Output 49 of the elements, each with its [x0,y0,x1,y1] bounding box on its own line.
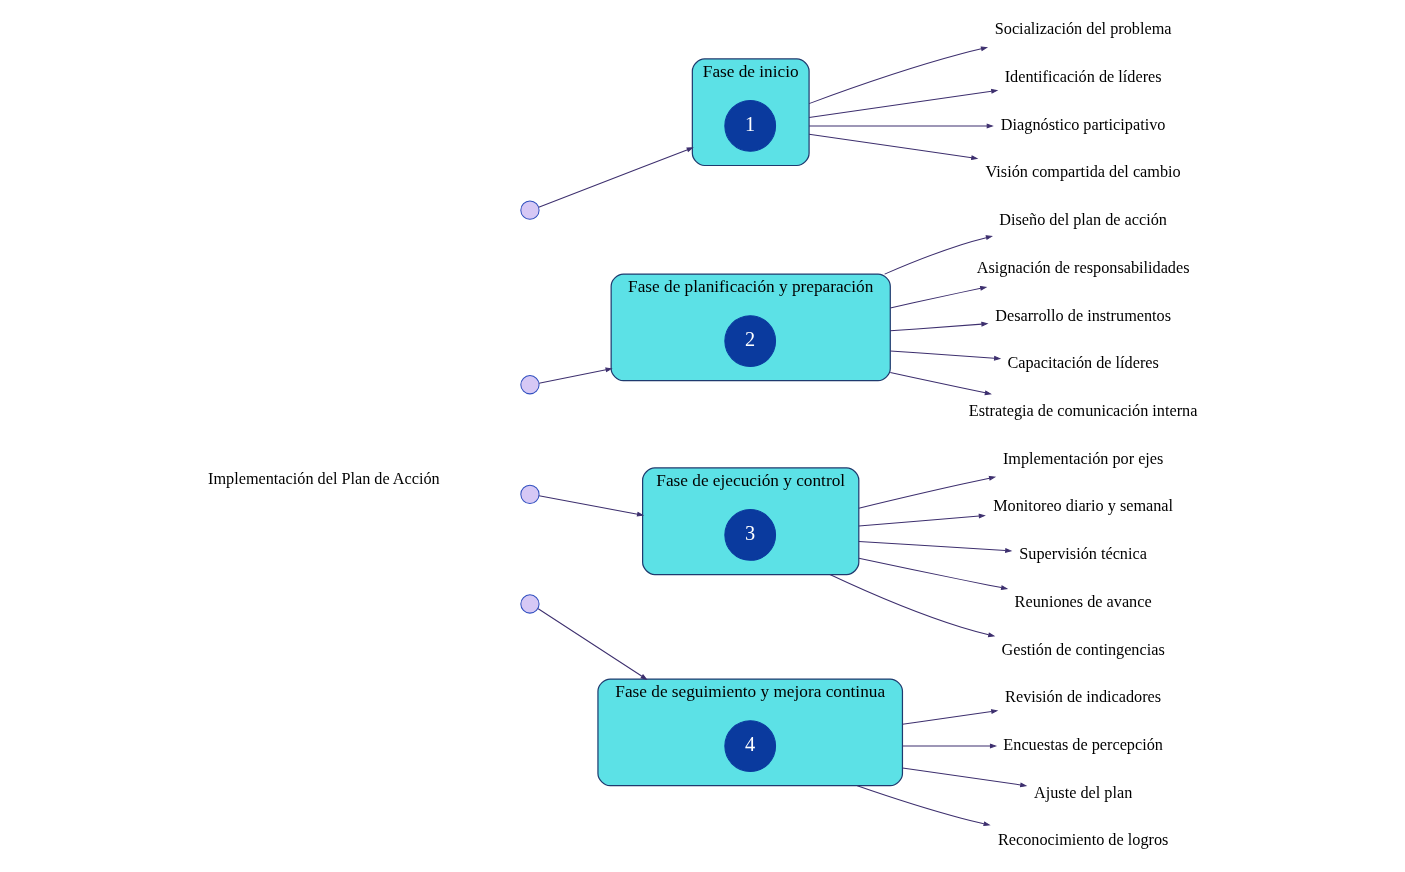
node-text: Desarrollo de instrumentos [995,306,1172,325]
node-circle [520,484,540,504]
arrow [889,285,988,309]
arrow [537,608,648,680]
arrow [538,147,694,208]
arrow [538,367,613,384]
node-circle: 4 [724,720,777,772]
node-circle [520,200,540,220]
node-text: Gestión de contingencias [1001,640,1165,659]
arrow [858,541,1013,554]
node-text: Monitoreo diario y semanal [993,497,1174,516]
node-text: Estrategia de comunicación interna [968,402,1198,420]
node-text: Identificación de líderes [1004,68,1162,87]
arrow [901,709,999,725]
arrow [808,123,994,129]
node-circle: 3 [724,509,777,561]
arrow [858,513,986,527]
arrow [858,557,1009,590]
node-text: Revisión de indicadores [1005,688,1162,707]
arrow [889,350,1002,361]
arrow [829,574,996,638]
arrow [901,767,1028,788]
arrow [808,46,989,105]
node-text: Visión compartida del cambio [985,163,1181,182]
node-text: Diseño del plan de acción [999,211,1167,230]
arrow [856,785,991,827]
node-text: Encuestas de percepción [1003,735,1163,754]
arrow [889,321,989,332]
node-circle [520,375,540,395]
node-text: Diagnóstico participativo [1000,115,1166,134]
node-text: Asignación de responsabilidades [976,258,1190,277]
node-circle: 1 [724,100,777,152]
arrow [808,133,979,161]
node-text: Implementación por ejes [1002,449,1164,468]
arrow [889,371,992,396]
arrow [858,475,997,509]
node-text: Implementación del Plan de Acción [208,470,440,489]
arrow [901,743,998,749]
arrow [884,235,993,275]
node-text: Reuniones de avance [1014,592,1152,611]
node-circle [520,594,540,614]
node-text: Socialización del problema [994,20,1172,39]
node-text: Reconocimiento de logros [997,831,1169,850]
node-text: Ajuste del plan [1033,783,1133,802]
node-text: Supervisión técnica [1019,545,1147,564]
arrow [538,495,645,517]
node-circle: 2 [724,315,777,367]
node-text: Capacitación de líderes [1007,354,1159,373]
arrow [808,88,999,119]
